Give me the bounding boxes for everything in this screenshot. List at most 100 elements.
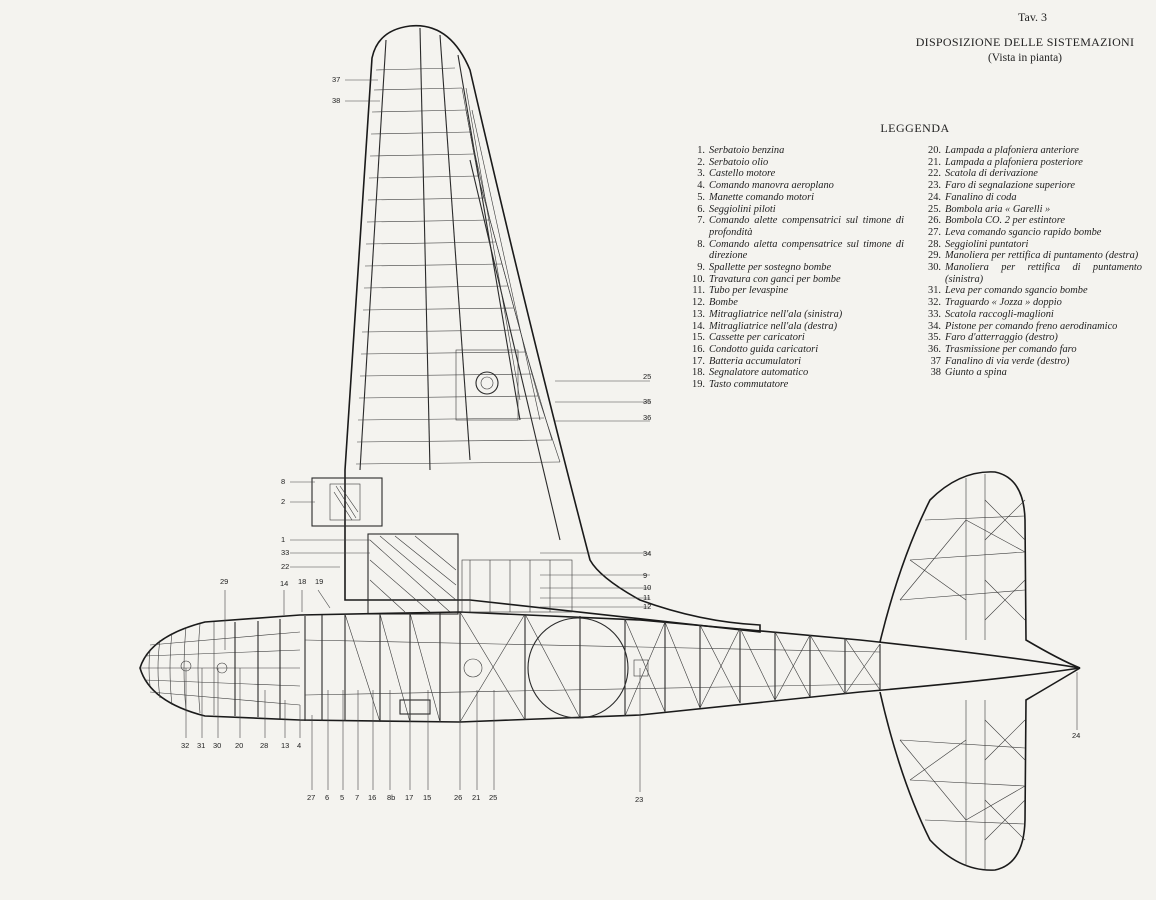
legend-item-text: Giunto a spina <box>945 367 1007 379</box>
legend-item-number: 25. <box>928 203 941 215</box>
legend-item: 30.Manoliera per rettifica di puntamento… <box>924 262 1142 285</box>
legend-item-number: 37 <box>930 355 941 367</box>
callout-13: 13 <box>281 741 289 750</box>
callout-11: 11 <box>643 593 651 602</box>
legend-item-number: 32. <box>928 297 941 309</box>
legend-item-text: Castello motore <box>709 168 776 180</box>
legend-item-text: Spallette per sostegno bombe <box>709 262 832 274</box>
legend-item-text: Condotto guida caricatori <box>709 343 819 355</box>
legend-item-number: 31. <box>928 285 941 297</box>
callout-33: 33 <box>281 548 289 557</box>
legend-item: 26. Bombola CO. 2 per estintore <box>924 215 1142 227</box>
legend-item-number: 9. <box>697 262 705 274</box>
legend-item-number: 22. <box>928 168 941 180</box>
legend-item-text: Travatura con ganci per bombe <box>709 273 841 285</box>
legend-item-text: Tasto commutatore <box>709 379 789 391</box>
callout-35: 35 <box>643 397 651 406</box>
legend-item: 16. Condotto guida caricatori <box>688 344 904 356</box>
callout-labels: 37 38 25 35 36 8 2 1 33 22 29 14 18 19 3… <box>181 75 1080 804</box>
callout-22: 22 <box>281 562 289 571</box>
legend-item-number: 28. <box>928 238 941 250</box>
callout-12: 12 <box>643 602 651 611</box>
wing <box>311 24 761 633</box>
legend-item-text: Segnalatore automatico <box>709 367 809 379</box>
legend-item: 8. Comando aletta compensatrice sul timon… <box>688 239 904 262</box>
legend-item: 27.Leva comando sgancio rapido bombe <box>924 227 1142 239</box>
legend-item-text: Batteria accumulatori <box>709 355 802 367</box>
tailplane <box>879 471 1081 871</box>
callout-27: 27 <box>307 793 315 802</box>
legend-item-number: 3. <box>697 168 705 180</box>
callout-36: 36 <box>643 413 651 422</box>
legend-item: 11.Tubo per levaspine <box>688 285 904 297</box>
callout-17: 17 <box>405 793 413 802</box>
legend-item-text: Bombola aria « Garelli » <box>945 203 1051 215</box>
legend-item-number: 12. <box>692 297 705 309</box>
legend-item-number: 8. <box>697 238 705 250</box>
callout-6: 6 <box>325 793 329 802</box>
legend-item-number: 26. <box>928 215 941 227</box>
legend-item-number: 20. <box>928 145 941 156</box>
legend-item: 34.Pistone per comando freno aerodinamic… <box>924 321 1142 333</box>
callout-19: 19 <box>315 577 323 586</box>
callout-4: 4 <box>297 741 301 750</box>
legend-item-number: 35. <box>928 332 941 344</box>
legend-item-number: 13. <box>692 308 705 320</box>
legend-item-text: Fanalino di via verde (destro) <box>945 355 1070 367</box>
legend-item-number: 27. <box>928 226 941 238</box>
legend-item: 12. Bombe <box>688 297 904 309</box>
legend-item-text: Trasmissione per comando faro <box>945 343 1077 355</box>
legend-item-number: 24. <box>928 191 941 203</box>
legend-item-text: Comando manovra aeroplano <box>709 180 834 192</box>
callout-14: 14 <box>280 579 288 588</box>
legend-item-number: 30. <box>928 262 941 274</box>
legend-item-text: Serbatoio benzina <box>709 145 785 156</box>
page-title: DISPOSIZIONE DELLE SISTEMAZIONI <box>915 35 1135 49</box>
legend-item-number: 2. <box>697 156 705 168</box>
legend-item: 7.Comando alette compensatrici sul timon… <box>688 215 904 238</box>
legend-item-number: 21. <box>928 156 941 168</box>
legend-item: 17.Batteria accumulatori <box>688 356 904 368</box>
legend-item-text: Leva per comando sgancio bombe <box>945 285 1088 297</box>
legend-item-text: Faro d'atterraggio (destro) <box>945 332 1058 344</box>
legend-item-text: Mitragliatrice nell'ala (destra) <box>709 320 838 332</box>
legend-item-number: 19. <box>692 379 705 391</box>
callout-29: 29 <box>220 577 228 586</box>
callout-8-top: 8 <box>281 477 285 486</box>
legend-item-number: 16. <box>692 343 705 355</box>
legend-item: 20. Lampada a plafoniera anteriore <box>924 145 1142 157</box>
legend-item-text: Lampada a plafoniera anteriore <box>945 145 1079 156</box>
legend-item: 36. Trasmissione per comando faro <box>924 344 1142 356</box>
legend-item: 13.Mitragliatrice nell'ala (sinistra) <box>688 309 904 321</box>
legend-item-number: 1. <box>697 145 705 156</box>
callout-34: 34 <box>643 549 651 558</box>
legend-item-text: Bombola CO. 2 per estintore <box>945 215 1065 227</box>
legend-item-text: Comando aletta compensatrice sul timone … <box>709 238 904 262</box>
callout-32: 32 <box>181 741 189 750</box>
plate-number: Tav. 3 <box>1018 10 1048 24</box>
legend-item-number: 36. <box>928 343 941 355</box>
legend-item: 38 Giunto a spina <box>924 367 1142 379</box>
legend-item: 33. Scatola raccogli-maglioni <box>924 309 1142 321</box>
legend-item-number: 10. <box>692 273 705 285</box>
legend-item-text: Faro di segnalazione superiore <box>945 180 1075 192</box>
legend-item-text: Serbatoio olio <box>709 156 769 168</box>
legend-item-number: 4. <box>697 180 705 192</box>
legend-item-text: Seggiolini puntatori <box>945 238 1029 250</box>
legend-item-number: 33. <box>928 308 941 320</box>
legend-item-text: Tubo per levaspine <box>709 285 789 297</box>
callout-1: 1 <box>281 535 285 544</box>
legend-item-text: Bombe <box>709 297 738 309</box>
callout-7: 7 <box>355 793 359 802</box>
leader-lines <box>185 79 1078 792</box>
callout-25-top: 25 <box>643 372 651 381</box>
legend-item-number: 38 <box>930 367 941 379</box>
legend-item-text: Scatola raccogli-maglioni <box>945 308 1054 320</box>
legend-item-number: 34. <box>928 320 941 332</box>
legend-item-text: Manoliera per rettifica di puntamento (d… <box>945 250 1139 262</box>
legend-item: 24.Fanalino di coda <box>924 192 1142 204</box>
legend-item: 10. Travatura con ganci per bombe <box>688 274 904 286</box>
legend-item-text: Traguardo « Jozza » doppio <box>945 297 1062 309</box>
